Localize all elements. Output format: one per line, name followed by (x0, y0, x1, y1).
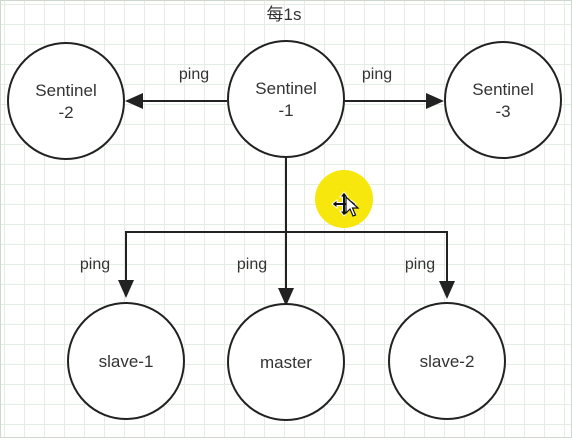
node-master[interactable]: master (227, 303, 345, 421)
node-sentinel-3[interactable]: Sentinel -3 (444, 41, 562, 159)
edge-label-sentinel3: ping (362, 66, 392, 83)
arrowhead-sentinel2 (125, 93, 143, 109)
edge-label-slave1: ping (80, 256, 110, 273)
node-sentinel-2[interactable]: Sentinel -2 (7, 42, 125, 160)
node-sentinel-3-line1: Sentinel (472, 80, 533, 99)
node-sentinel-1[interactable]: Sentinel -1 (227, 40, 345, 158)
node-sentinel-2-line2: -2 (58, 103, 73, 122)
arrowhead-slave2 (439, 281, 455, 299)
node-slave-1[interactable]: slave-1 (67, 302, 185, 420)
top-label: 每1s (267, 5, 302, 24)
node-slave-1-label: slave-1 (99, 352, 154, 371)
arrowhead-sentinel3 (426, 93, 444, 109)
arrowhead-master (278, 288, 294, 306)
edge-label-sentinel2: ping (179, 66, 209, 83)
node-sentinel-1-line1: Sentinel (255, 79, 316, 98)
arrowhead-slave1 (118, 280, 134, 298)
edge-label-master: ping (237, 256, 267, 273)
node-master-label: master (260, 353, 312, 372)
node-sentinel-3-line2: -3 (495, 102, 510, 121)
cursor-highlight (315, 170, 373, 228)
edge-label-slave2: ping (405, 256, 435, 273)
node-slave-2-label: slave-2 (420, 352, 475, 371)
node-slave-2[interactable]: slave-2 (388, 302, 506, 420)
node-sentinel-1-line2: -1 (278, 101, 293, 120)
node-sentinel-2-line1: Sentinel (35, 81, 96, 100)
pointer-arrow-icon (345, 195, 360, 217)
